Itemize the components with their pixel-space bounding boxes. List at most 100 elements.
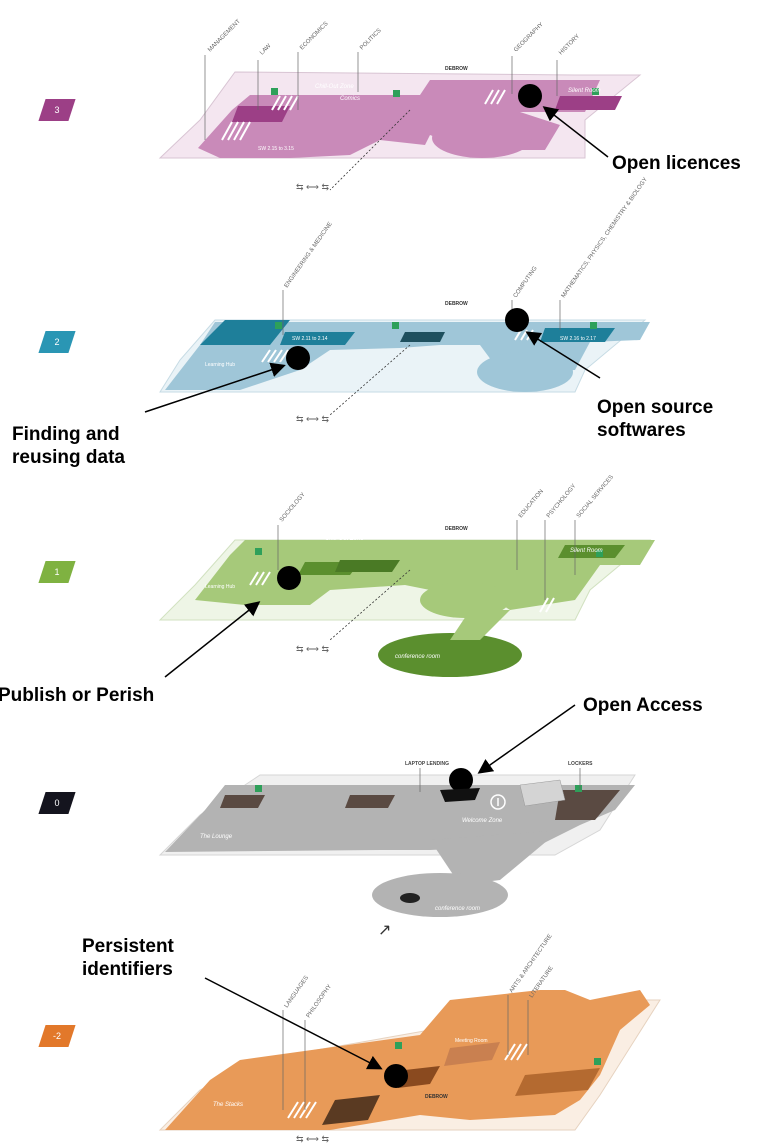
floor-2-stairs-icon: ⇆ ⟷ ⇆ xyxy=(296,414,329,424)
open-licences-dot xyxy=(518,84,542,108)
floor-0-subject: LAPTOP LENDING xyxy=(405,761,449,767)
floor-minus2-sign: DEBROW xyxy=(425,1094,448,1100)
floor-1-subject: PSYCHOLOGY xyxy=(546,483,578,519)
floor-1-subject: EDUCATION xyxy=(518,489,545,520)
publish-perish-dot xyxy=(277,566,301,590)
callout-markers xyxy=(144,84,609,1088)
floor-3-shelves xyxy=(221,89,506,141)
floor-2-sign: DEBROW xyxy=(445,301,468,307)
floor-1-zone: conference room xyxy=(395,654,440,660)
floor-minus2-area xyxy=(165,990,650,1130)
floor-3-leader-lines xyxy=(204,52,558,140)
exit-sign xyxy=(592,88,599,95)
floor-0-dark-room-1 xyxy=(220,795,265,808)
exit-sign xyxy=(255,548,262,555)
floor-2-zone: SW 2.11 to 2.14 xyxy=(292,336,328,342)
floor-2-subject: COMPUTING xyxy=(513,265,539,299)
publish-perish-arrow xyxy=(164,601,261,678)
floor-0-dark-room-3 xyxy=(555,790,620,820)
persistent-ids-arrow xyxy=(204,977,383,1070)
persistent-ids-dot xyxy=(384,1064,408,1088)
floor-minus2-zone: The Stacks xyxy=(213,1102,243,1108)
floor-0-plan: LAPTOP LENDING LOCKERS The Lounge Welcom… xyxy=(158,761,636,939)
floor-badge-minus2: -2 xyxy=(38,1025,76,1047)
floor-3-zone: Comics xyxy=(340,96,360,102)
finding-data-arrow xyxy=(144,362,286,413)
floor-1-stairs-icon: ⇆ ⟷ ⇆ xyxy=(296,644,329,654)
floor-badge-0: 0 xyxy=(38,792,76,814)
floor-minus2-dark-room-3 xyxy=(515,1068,600,1096)
info-icon xyxy=(490,794,506,810)
floor-0-zone: The Lounge xyxy=(200,834,233,840)
floor-3-subject: HISTORY xyxy=(558,33,581,56)
floor-0-zone: Welcome Zone xyxy=(462,818,503,824)
floor-1-plan: SOCIOLOGY EDUCATION PSYCHOLOGY SOCIAL SE… xyxy=(158,474,655,677)
exit-sign xyxy=(596,550,603,557)
floor-1-area xyxy=(195,540,655,610)
floor-1-subject: SOCIAL SERVICES xyxy=(576,474,615,519)
floor-1-sign: DEBROW xyxy=(445,526,468,532)
floor-minus2-stairs-icon: ⇆ ⟷ ⇆ xyxy=(296,1134,329,1144)
floor-0-subject: LOCKERS xyxy=(568,761,593,767)
floor-1-zone: Silent Room xyxy=(570,548,603,554)
floor-2-round-room xyxy=(477,352,573,392)
floor-2-zone: SW 2.16 to 2.17 xyxy=(560,336,596,342)
floor-badge-2: 2 xyxy=(38,331,76,353)
open-access-label: Open Access xyxy=(583,695,703,716)
floor-0-corridor xyxy=(430,830,560,885)
floor-1-dark-room-2 xyxy=(335,560,400,572)
floor-badge-3: 3 xyxy=(38,99,76,121)
open-access-arrow xyxy=(477,704,576,774)
floor-2-dark-room-1 xyxy=(200,320,290,345)
exit-sign xyxy=(393,90,400,97)
open-licences-arrow xyxy=(542,106,609,158)
floor-2-zone: Learning Hub xyxy=(205,362,235,368)
floor-minus2-dark-room-2 xyxy=(322,1095,380,1125)
floor-3-dark-room-2 xyxy=(555,96,622,110)
open-source-arrow xyxy=(525,331,601,379)
exit-sign xyxy=(590,322,597,329)
floor-badge-1: 1 xyxy=(38,561,76,583)
floor-2-dark-room-2 xyxy=(280,332,355,345)
floor-2-subject: MATHEMATICS, PHYSICS, CHEMISTRY & BIOLOG… xyxy=(561,177,649,299)
floor-2-plan: ENGINEERING & MEDICINE COMPUTING MATHEMA… xyxy=(159,177,650,424)
floor-minus2-dark-room-1 xyxy=(398,1066,440,1088)
floor-2-dark-room-4 xyxy=(400,332,445,342)
exit-sign xyxy=(575,785,582,792)
floor-3-subject: POLITICS xyxy=(359,28,383,52)
floor-minus2-zone: Meeting Room xyxy=(455,1038,488,1044)
floor-minus2-plan: LANGUAGES PHILOSOPHY ARTS & ARCHITECTURE… xyxy=(158,933,661,1144)
floor-0-zone: conference room xyxy=(435,906,480,912)
floor-0-ramp xyxy=(400,893,420,903)
floor-3-subject: MANAGEMENT xyxy=(207,19,242,54)
floor-1-shelves xyxy=(249,571,555,613)
north-arrow-icon: ↗ xyxy=(378,922,391,939)
floor-0-dark-room-2 xyxy=(345,795,395,808)
floor-1-leader-lines xyxy=(277,520,576,600)
floor-3-round-room xyxy=(432,118,532,158)
exit-sign xyxy=(392,322,399,329)
floor-3-stairs-icon: ⇆ ⟷ ⇆ xyxy=(296,182,329,192)
floor-3-plan: MANAGEMENT LAW ECONOMICS POLITICS GEOGRA… xyxy=(158,19,642,192)
floor-0-conference-room xyxy=(372,873,508,917)
floor-3-zone: SW 2.15 to 3.15 xyxy=(258,146,294,152)
floor-minus2-subject: PHILOSOPHY xyxy=(306,984,333,1019)
floor-3-subject: LAW xyxy=(259,43,273,57)
exit-sign xyxy=(271,88,278,95)
open-source-dot xyxy=(505,308,529,332)
floor-1-connector xyxy=(450,610,510,640)
floor-3-subject: ECONOMICS xyxy=(299,21,329,51)
exit-sign xyxy=(594,1058,601,1065)
floor-minus2-subject: ARTS & ARCHITECTURE xyxy=(509,933,554,994)
floor-1-zone: Chill-Out Zone xyxy=(325,536,364,542)
floor-1-round-room xyxy=(420,582,510,618)
floor-3-subject: GEOGRAPHY xyxy=(513,22,545,54)
floor-minus2-leader-lines xyxy=(282,995,529,1110)
floor-1-conference-room xyxy=(378,633,522,677)
floor-2-subject: ENGINEERING & MEDICINE xyxy=(284,221,334,289)
floor-3-dark-room-1 xyxy=(232,106,290,122)
